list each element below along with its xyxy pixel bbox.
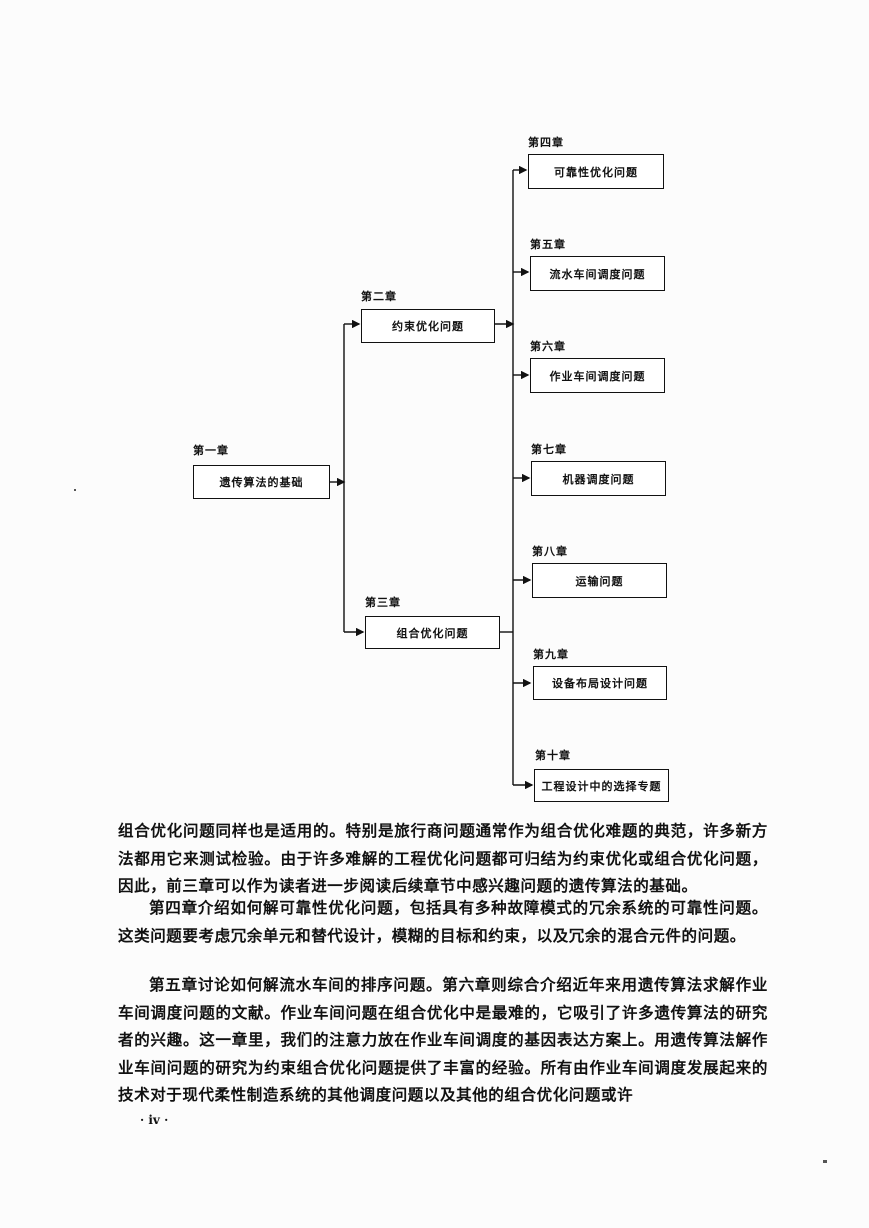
page-number: · iv · [140,1113,169,1127]
chapter-box: 作业车间调度问题 [530,358,665,393]
scan-speck [823,1160,827,1163]
chapter-label: 第九章 [533,648,569,661]
chapter-label: 第一章 [193,444,229,457]
chapter-label: 第八章 [532,545,568,558]
chapter-label: 第五章 [530,238,566,251]
chapter-box: 约束优化问题 [361,309,495,343]
chapter-box: 流水车间调度问题 [530,256,665,291]
chapter-label: 第三章 [365,596,401,609]
chapter-label: 第十章 [535,749,571,762]
flowchart-connectors [330,165,534,790]
chapter-box: 遗传算法的基础 [193,465,330,499]
chapter-box: 运输问题 [532,563,667,598]
chapter-label: 第四章 [528,136,564,149]
paragraph: 组合优化问题同样也是适用的。特别是旅行商问题通常作为组合优化难题的典范，许多新方… [118,821,768,895]
chapter-box: 机器调度问题 [531,461,666,496]
chapter-box: 设备布局设计问题 [533,666,667,700]
chapter-box: 工程设计中的选择专题 [534,769,669,802]
chapter-box: 组合优化问题 [365,616,500,649]
chapter-box: 可靠性优化问题 [528,154,664,189]
chapter-label: 第六章 [530,340,566,353]
paragraph: 第四章介绍如何解可靠性优化问题，包括具有多种故障模式的冗余系统的可靠性问题。这类… [118,898,768,945]
chapter-label: 第七章 [531,443,567,456]
scan-speck [74,489,76,491]
chapter-label: 第二章 [361,290,397,303]
paragraph: 第五章讨论如何解流水车间的排序问题。第六章则综合介绍近年来用遗传算法求解作业车间… [118,975,768,1104]
